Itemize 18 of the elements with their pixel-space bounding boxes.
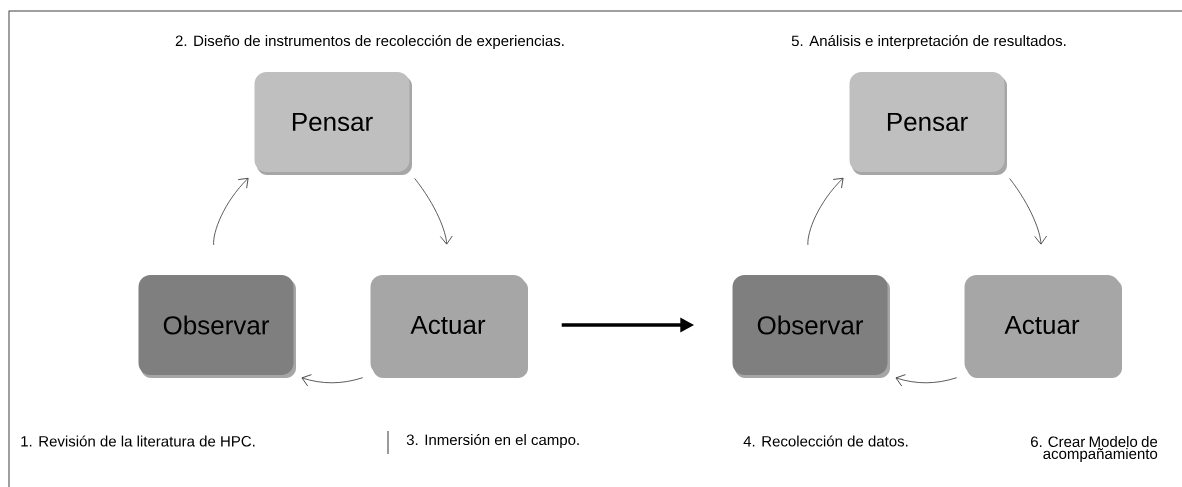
step-caption: 4. Recolección de datos. [743, 435, 908, 447]
step-caption: 3. Inmersión en el campo. [406, 433, 579, 449]
arrow [414, 178, 453, 245]
process-box: Pensar [254, 72, 412, 175]
arrow [301, 374, 364, 387]
process-box: Observar [138, 275, 296, 378]
process-box: Actuar [370, 275, 528, 378]
arrow [807, 177, 844, 246]
arrow [1009, 178, 1048, 245]
process-box: Actuar [964, 275, 1122, 378]
step-caption: 2. Diseño de instrumentos de recolección de experiencias. [175, 34, 564, 50]
arrow [895, 374, 958, 387]
step-caption: 6. Crear Modelo de acompañamiento [1031, 436, 1158, 462]
step-caption: 1. Revisión de la literatura de HPC. [21, 435, 255, 447]
process-box: Observar [732, 275, 890, 378]
arrow [213, 177, 249, 246]
process-box: Pensar [849, 72, 1007, 175]
step-caption: 5. Análisis e interpretación de resultados. [791, 34, 1066, 50]
